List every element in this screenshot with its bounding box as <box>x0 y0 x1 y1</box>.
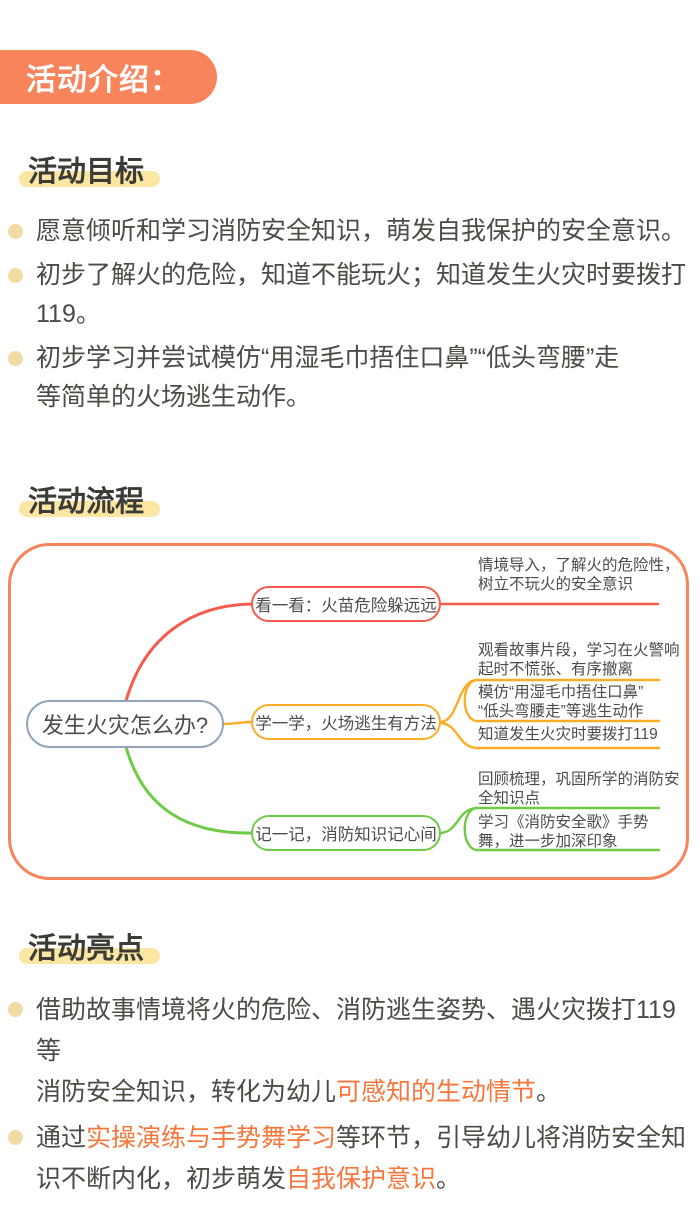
mindmap-leaf-learn-2: 模仿“用湿毛巾捂住口鼻” “低头弯腰走”等逃生动作 <box>478 684 644 720</box>
section-title-goals: 活动目标 <box>19 148 161 190</box>
title-highlight-bar <box>19 948 161 964</box>
goals-title-text: 活动目标 <box>28 156 145 188</box>
bullet-dot-icon <box>8 224 23 239</box>
section-title-flow: 活动流程 <box>19 478 161 520</box>
mindmap-leaf-remember-1: 回顾梳理，巩固所学的消防安 全知识点 <box>478 771 680 807</box>
intro-header-badge: 活动介绍： <box>0 50 217 104</box>
highlights-title-text: 活动亮点 <box>28 933 145 965</box>
goal-item: 愿意倾听和学习消防安全知识，萌发自我保护的安全意识。 <box>8 212 694 251</box>
mindmap-connectors <box>8 543 689 880</box>
mindmap-leaf-learn-1: 观看故事片段，学习在火警响 起时不慌张、有序撤离 <box>478 642 680 678</box>
mindmap-branch-look: 看一看：火苗危险躲远远 <box>251 586 441 622</box>
highlights-list: 借助故事情境将火的危险、消防逃生姿势、遇火灾拨打119等 消防安全知识，转化为幼… <box>0 990 700 1205</box>
mindmap-frame <box>8 543 689 880</box>
goal-text: 愿意倾听和学习消防安全知识，萌发自我保护的安全意识。 <box>36 217 687 245</box>
flow-title-text: 活动流程 <box>28 486 145 518</box>
goal-item: 初步学习并尝试模仿“用湿毛巾捂住口鼻”“低头弯腰”走 等简单的火场逃生动作。 <box>8 339 694 417</box>
highlight-text: 通过实操演练与手势舞学习等环节，引导幼儿将消防安全知 识不断内化，初步萌发自我保… <box>36 1124 687 1193</box>
goal-text: 初步了解火的危险，知道不能玩火；知道发生火灾时要拨打 119。 <box>36 261 687 328</box>
goals-list: 愿意倾听和学习消防安全知识，萌发自我保护的安全意识。 初步了解火的危险，知道不能… <box>0 212 700 422</box>
mindmap-root-node: 发生火灾怎么办? <box>26 700 224 748</box>
goal-item: 初步了解火的危险，知道不能玩火；知道发生火灾时要拨打 119。 <box>8 256 694 334</box>
bullet-dot-icon <box>8 1130 23 1145</box>
bullet-dot-icon <box>8 268 23 283</box>
mindmap-leaf-look-1: 情境导入，了解火的危险性， 树立不玩火的安全意识 <box>478 557 680 593</box>
flow-mindmap: 发生火灾怎么办? 看一看：火苗危险躲远远 学一学，火场逃生有方法 记一记，消防知… <box>8 543 689 880</box>
intro-header-title: 活动介绍： <box>26 64 181 97</box>
highlight-item: 通过实操演练与手势舞学习等环节，引导幼儿将消防安全知 识不断内化，初步萌发自我保… <box>8 1118 694 1200</box>
section-title-highlights: 活动亮点 <box>19 925 161 967</box>
goal-text: 初步学习并尝试模仿“用湿毛巾捂住口鼻”“低头弯腰”走 等简单的火场逃生动作。 <box>36 344 620 411</box>
mindmap-branch-learn: 学一学，火场逃生有方法 <box>251 704 441 740</box>
mindmap-leaf-learn-3: 知道发生火灾时要拨打119 <box>478 726 658 743</box>
highlight-text: 借助故事情境将火的危险、消防逃生姿势、遇火灾拨打119等 消防安全知识，转化为幼… <box>36 996 676 1106</box>
title-highlight-bar <box>19 501 161 517</box>
highlight-item: 借助故事情境将火的危险、消防逃生姿势、遇火灾拨打119等 消防安全知识，转化为幼… <box>8 990 694 1113</box>
mindmap-branch-remember: 记一记，消防知识记心间 <box>251 815 441 851</box>
bullet-dot-icon <box>8 1002 23 1017</box>
bullet-dot-icon <box>8 351 23 366</box>
mindmap-leaf-remember-2: 学习《消防安全歌》手势 舞，进一步加深印象 <box>478 814 649 850</box>
title-highlight-bar <box>19 171 161 187</box>
